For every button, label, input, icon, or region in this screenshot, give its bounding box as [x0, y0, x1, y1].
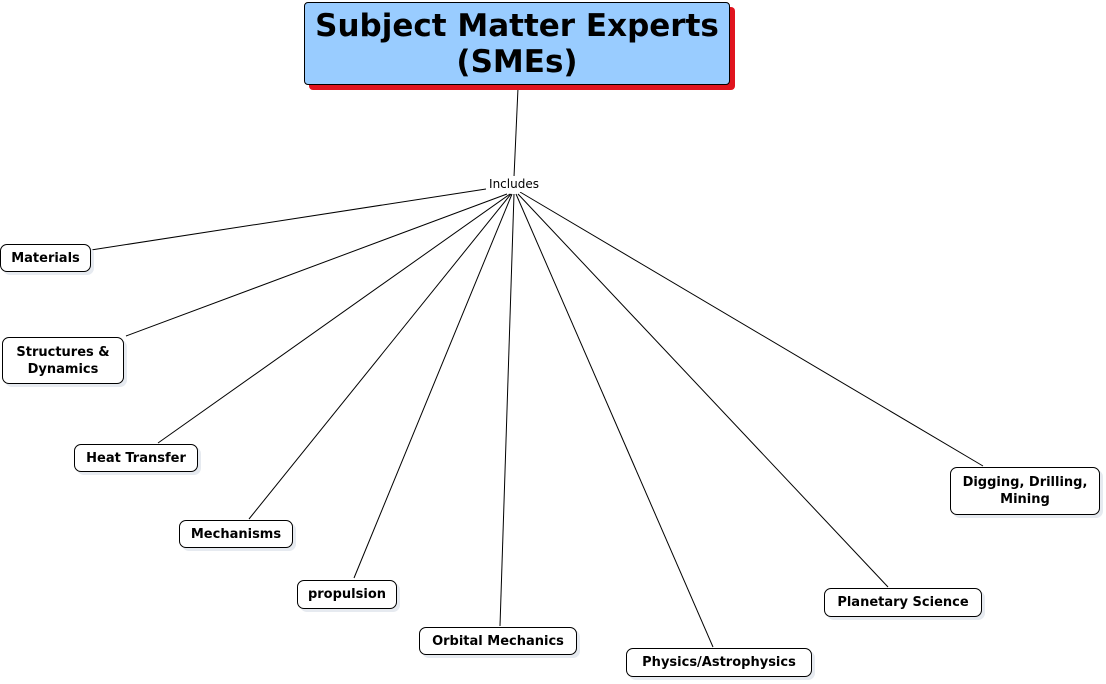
concept-planetary-science[interactable]: Planetary Science [824, 588, 982, 617]
connector-mechanisms [248, 193, 512, 520]
concept-heat-transfer[interactable]: Heat Transfer [74, 444, 198, 472]
connector-propulsion [353, 193, 513, 579]
connector-planetary-science [517, 193, 889, 588]
concept-materials[interactable]: Materials [0, 244, 91, 272]
concept-structures-dynamics[interactable]: Structures & Dynamics [2, 337, 124, 384]
concept-propulsion[interactable]: propulsion [297, 580, 397, 609]
connector-orbital-mechanics [499, 193, 515, 627]
linking-phrase: Includes [486, 176, 542, 192]
concept-mechanisms[interactable]: Mechanisms [179, 520, 293, 548]
connector-structures-dynamics [125, 193, 508, 337]
connector-digging-drilling-mining [519, 191, 984, 467]
concept-digging-drilling-mining[interactable]: Digging, Drilling, Mining [950, 467, 1100, 515]
concept-orbital-mechanics[interactable]: Orbital Mechanics [419, 627, 577, 655]
concept-physics-astrophysics[interactable]: Physics/Astrophysics [626, 648, 812, 677]
connector-materials [90, 188, 487, 251]
connector-root-to-label [513, 87, 519, 178]
connector-physics-astrophysics [515, 193, 714, 648]
root-concept-title: Subject Matter Experts (SMEs) [315, 7, 719, 80]
root-concept[interactable]: Subject Matter Experts (SMEs) [304, 2, 730, 85]
connector-heat-transfer [157, 193, 511, 444]
